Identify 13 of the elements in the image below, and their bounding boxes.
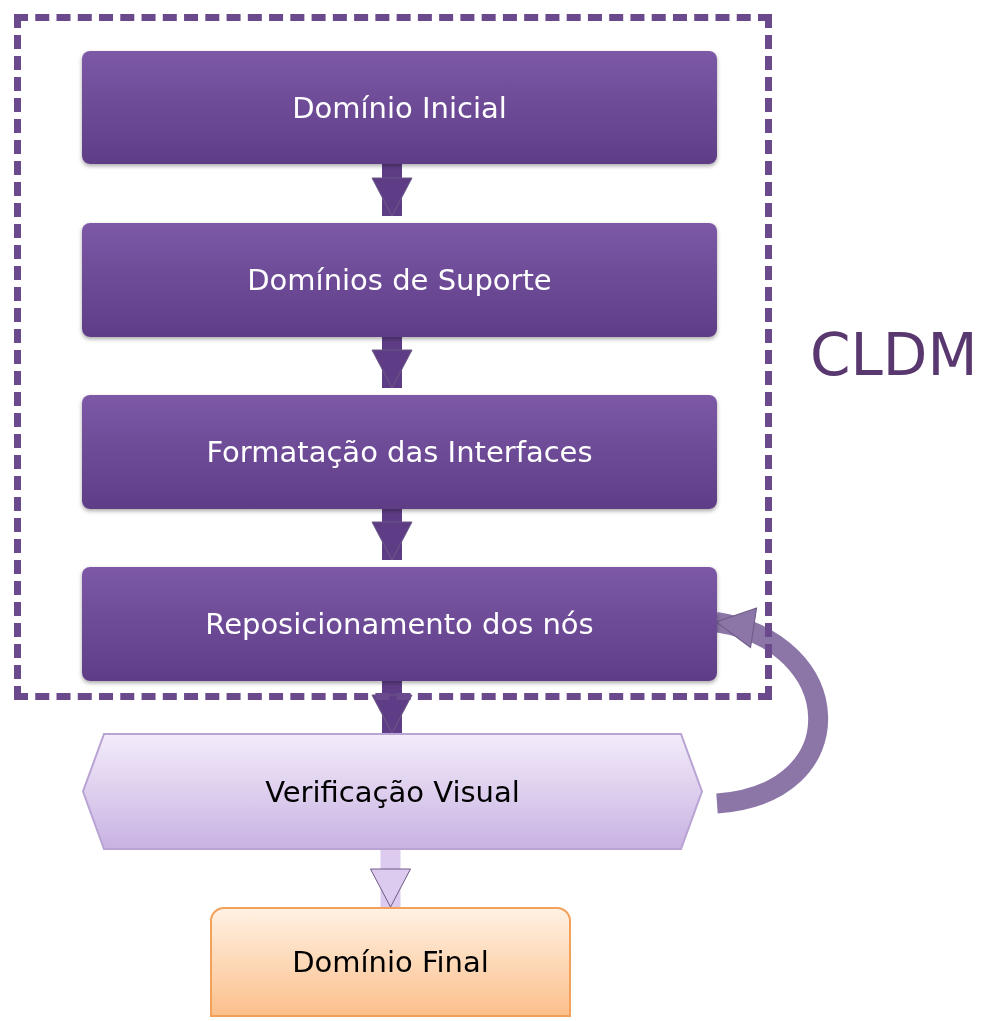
node-label: Domínio Inicial: [292, 90, 507, 125]
node-label: Verificação Visual: [265, 774, 520, 809]
process-box: [82, 51, 717, 164]
group-label: CLDM: [810, 321, 978, 389]
process-box: [210, 907, 571, 1017]
node-label: Formatação das Interfaces: [206, 435, 593, 469]
hexagon-box: [82, 733, 703, 850]
process-box: [82, 223, 717, 337]
node-label: Domínio Final: [292, 945, 489, 979]
process-box: [82, 395, 717, 509]
node-label: Reposicionamento dos nós: [205, 607, 594, 641]
process-box: [82, 567, 717, 681]
node-label: Domínios de Suporte: [247, 263, 552, 297]
